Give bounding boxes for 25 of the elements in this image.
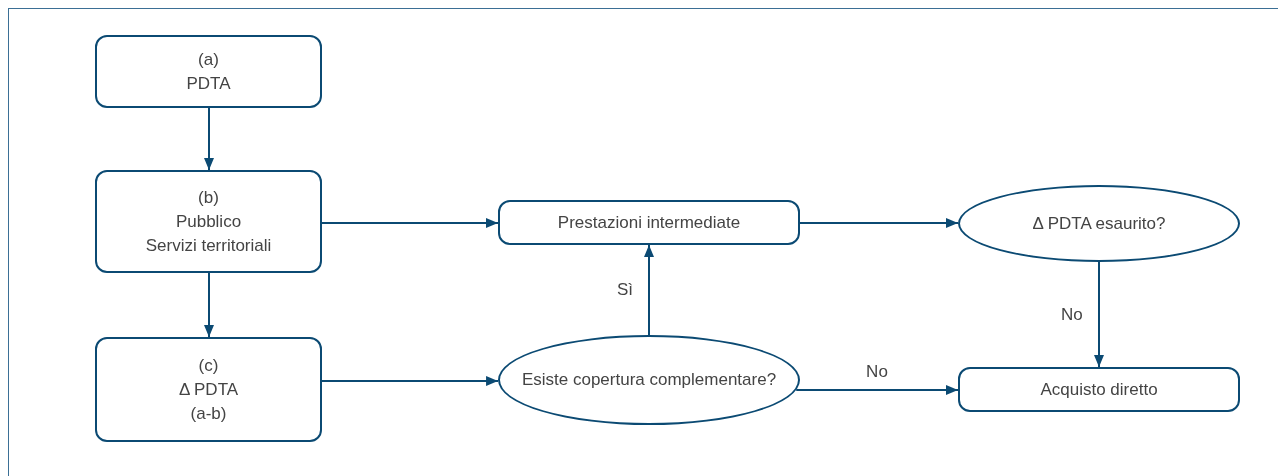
node-text: (c) bbox=[198, 354, 219, 377]
node-text: (a-b) bbox=[190, 402, 227, 425]
arrow bbox=[1094, 261, 1104, 368]
arrow bbox=[644, 244, 654, 336]
arrow bbox=[799, 218, 959, 228]
arrow bbox=[204, 107, 214, 171]
node-text: (b) bbox=[198, 186, 219, 209]
process-box bbox=[95, 170, 322, 273]
node-text: Servizi territoriali bbox=[145, 234, 272, 257]
arrow bbox=[795, 385, 959, 395]
node-text: (a) bbox=[198, 48, 219, 71]
process-box bbox=[95, 337, 322, 442]
node-text: Δ PDTA esaurito? bbox=[1032, 212, 1166, 235]
arrow bbox=[204, 272, 214, 338]
process-box bbox=[498, 200, 800, 245]
process-box bbox=[95, 35, 322, 108]
arrow bbox=[321, 376, 500, 386]
process-box bbox=[958, 367, 1240, 412]
arrow bbox=[321, 218, 499, 228]
node-text: PDTA bbox=[186, 72, 231, 95]
node-text: Pubblico bbox=[175, 210, 242, 233]
node-text: Δ PDTA bbox=[178, 378, 239, 401]
node-text: Prestazioni intermediate bbox=[557, 211, 741, 234]
node-text: Esiste copertura complementare? bbox=[521, 369, 777, 391]
node-text: Acquisto diretto bbox=[1040, 378, 1158, 401]
